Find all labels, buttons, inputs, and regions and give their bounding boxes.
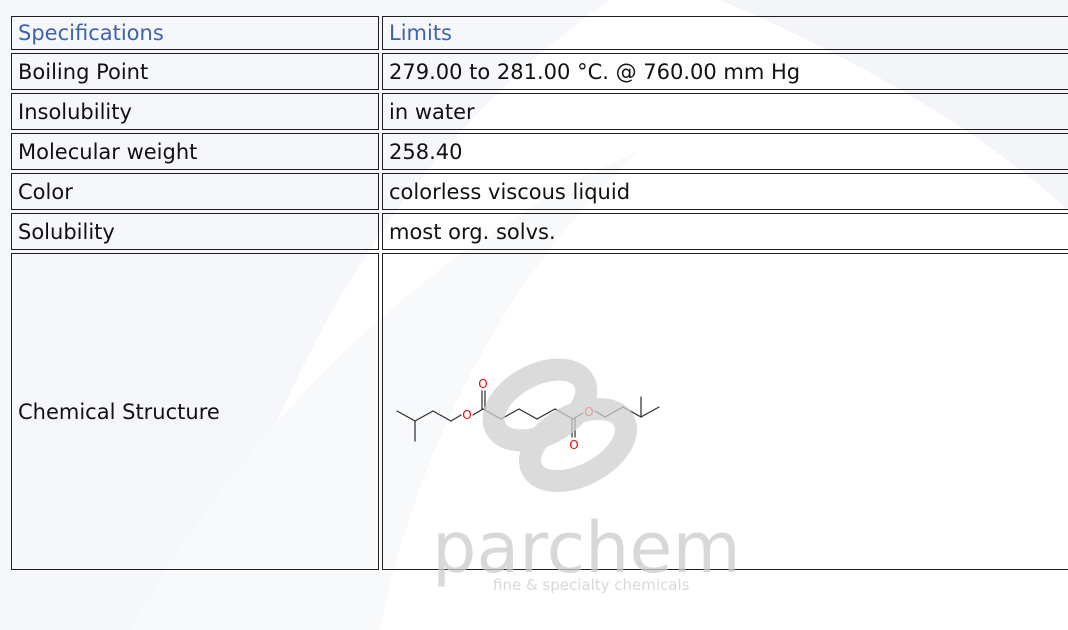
structure-cell: O O O O xyxy=(382,253,1068,570)
spec-value: in water xyxy=(382,93,1068,130)
header-limits: Limits xyxy=(382,16,1068,50)
header-specifications: Specifications xyxy=(11,16,379,50)
table-header-row: Specifications Limits xyxy=(11,16,1068,50)
spec-label: Color xyxy=(11,173,379,210)
table-row: Boiling Point 279.00 to 281.00 °C. @ 760… xyxy=(11,53,1068,90)
specifications-table: Specifications Limits Boiling Point 279.… xyxy=(8,13,1068,573)
table-row-structure: Chemical Structure xyxy=(11,253,1068,570)
spec-label: Solubility xyxy=(11,213,379,250)
table-row: Solubility most org. solvs. xyxy=(11,213,1068,250)
spec-label: Boiling Point xyxy=(11,53,379,90)
spec-label: Chemical Structure xyxy=(11,253,379,570)
spec-value: 258.40 xyxy=(382,133,1068,170)
atom-label-oxygen: O xyxy=(569,438,578,452)
spec-value: 279.00 to 281.00 °C. @ 760.00 mm Hg xyxy=(382,53,1068,90)
table-row: Insolubility in water xyxy=(11,93,1068,130)
spec-value: colorless viscous liquid xyxy=(382,173,1068,210)
chemical-structure-diagram: O O O O xyxy=(396,377,660,452)
table-row: Color colorless viscous liquid xyxy=(11,173,1068,210)
atom-label-oxygen: O xyxy=(462,408,471,422)
atom-label-oxygen: O xyxy=(584,405,593,419)
spec-label: Molecular weight xyxy=(11,133,379,170)
spec-value: most org. solvs. xyxy=(382,213,1068,250)
atom-label-oxygen: O xyxy=(478,377,487,391)
spec-label: Insolubility xyxy=(11,93,379,130)
table-row: Molecular weight 258.40 xyxy=(11,133,1068,170)
